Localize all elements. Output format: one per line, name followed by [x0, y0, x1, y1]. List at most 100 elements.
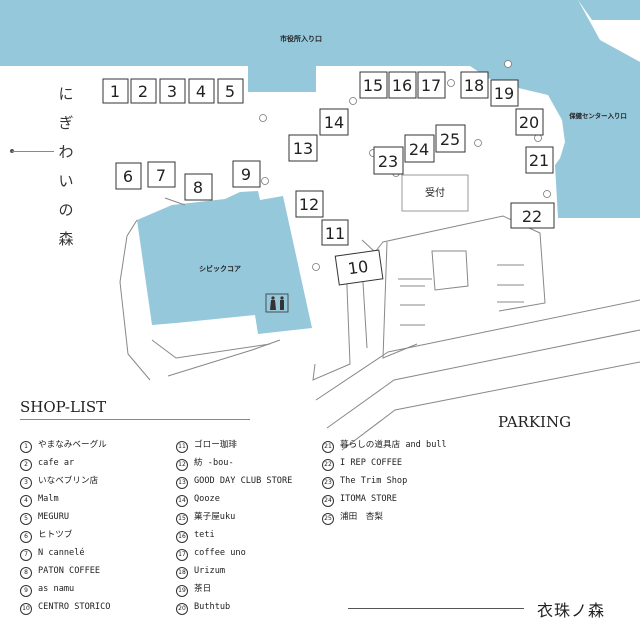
parking-label: PARKING: [498, 413, 572, 431]
brand-name: 衣珠ノ森: [537, 601, 606, 620]
shop-name: 浦田 杏梨: [340, 512, 383, 522]
shop-number: 17: [176, 549, 188, 561]
shop-name: I REP COFFEE: [340, 458, 403, 468]
booth-18[interactable]: 18: [460, 71, 489, 99]
svg-text:11: 11: [325, 224, 345, 243]
shop-number: 25: [322, 513, 334, 525]
reception-label: 受付: [425, 186, 445, 199]
circle-marker: [261, 177, 269, 185]
booth-14[interactable]: 14: [319, 108, 349, 136]
shop-name: ゴロー珈琲: [194, 440, 237, 450]
circle-marker: [349, 97, 357, 105]
booth-8[interactable]: 8: [184, 173, 213, 201]
shop-name: coffee uno: [194, 548, 246, 558]
shop-name: 暮らしの道具店 and bull: [340, 440, 447, 450]
svg-text:25: 25: [440, 130, 460, 149]
shop-name: Malm: [38, 494, 59, 504]
booth-15[interactable]: 15: [359, 71, 388, 99]
list-item: 5 MEGURU: [20, 508, 110, 526]
shop-number: 4: [20, 495, 32, 507]
shop-name: GOOD DAY CLUB STORE: [194, 476, 293, 486]
water-area-left: [0, 0, 248, 66]
booth-23[interactable]: 23: [373, 146, 404, 175]
shop-number: 22: [322, 459, 334, 471]
booth-1[interactable]: 1: [102, 78, 129, 104]
svg-text:17: 17: [421, 76, 441, 95]
booth-6[interactable]: 6: [115, 162, 142, 190]
svg-text:1: 1: [110, 82, 120, 101]
booth-10[interactable]: 10: [334, 249, 384, 286]
svg-text:19: 19: [494, 84, 514, 103]
list-item: 4 Malm: [20, 490, 110, 508]
circle-marker: [259, 114, 267, 122]
water-area-center: [248, 0, 640, 218]
booth-19[interactable]: 19: [490, 79, 519, 107]
booth-13[interactable]: 13: [288, 134, 318, 162]
svg-text:20: 20: [519, 113, 539, 132]
shop-number: 16: [176, 531, 188, 543]
booth-4[interactable]: 4: [188, 78, 215, 104]
shop-number: 15: [176, 513, 188, 525]
shop-name: MEGURU: [38, 512, 70, 522]
shop-number: 11: [176, 441, 188, 453]
booth-12[interactable]: 12: [295, 190, 324, 218]
shop-number: 10: [20, 603, 32, 615]
booth-3[interactable]: 3: [159, 78, 186, 104]
booth-22[interactable]: 22: [510, 202, 555, 229]
booth-24[interactable]: 24: [404, 134, 435, 163]
shop-name: cafe ar: [38, 458, 75, 468]
shop-name: N cannelé: [38, 548, 85, 558]
list-item: 22 I REP COFFEE: [322, 454, 447, 472]
booth-7[interactable]: 7: [147, 161, 176, 188]
civic-core-label: シビックコア: [199, 264, 241, 273]
booth-25[interactable]: 25: [435, 124, 466, 153]
shop-number: 5: [20, 513, 32, 525]
shop-name: 菓子屋uku: [194, 512, 236, 522]
list-item: 15 菓子屋uku: [176, 508, 292, 526]
booth-16[interactable]: 16: [388, 71, 417, 99]
circle-marker: [474, 139, 482, 147]
booth-20[interactable]: 20: [515, 108, 544, 136]
list-item: 17 coffee uno: [176, 544, 292, 562]
svg-text:22: 22: [522, 207, 542, 226]
booth-21[interactable]: 21: [525, 146, 554, 174]
shop-name: 紡 -bou-: [194, 458, 234, 468]
shop-name: やまなみベーグル: [38, 440, 107, 450]
shop-name: as namu: [38, 584, 75, 594]
shop-number: 8: [20, 567, 32, 579]
svg-text:15: 15: [363, 76, 383, 95]
booth-11[interactable]: 11: [321, 219, 349, 246]
svg-text:5: 5: [225, 82, 235, 101]
booth-17[interactable]: 17: [417, 71, 446, 99]
booth-5[interactable]: 5: [217, 78, 244, 104]
list-item: 25 浦田 杏梨: [322, 508, 447, 526]
shop-name: いなベブリン店: [38, 476, 99, 486]
svg-text:9: 9: [241, 165, 251, 184]
shop-number: 6: [20, 531, 32, 543]
list-item: 11 ゴロー珈琲: [176, 436, 292, 454]
booth-2[interactable]: 2: [130, 78, 157, 104]
svg-text:18: 18: [464, 76, 484, 95]
svg-text:3: 3: [167, 82, 177, 101]
shop-name: ヒトツブ: [38, 530, 73, 540]
svg-text:24: 24: [409, 140, 429, 159]
svg-text:13: 13: [293, 139, 313, 158]
booth-9[interactable]: 9: [232, 160, 261, 188]
circle-marker: [312, 263, 320, 271]
svg-text:7: 7: [156, 166, 166, 185]
shop-name: ITOMA STORE: [340, 494, 397, 504]
